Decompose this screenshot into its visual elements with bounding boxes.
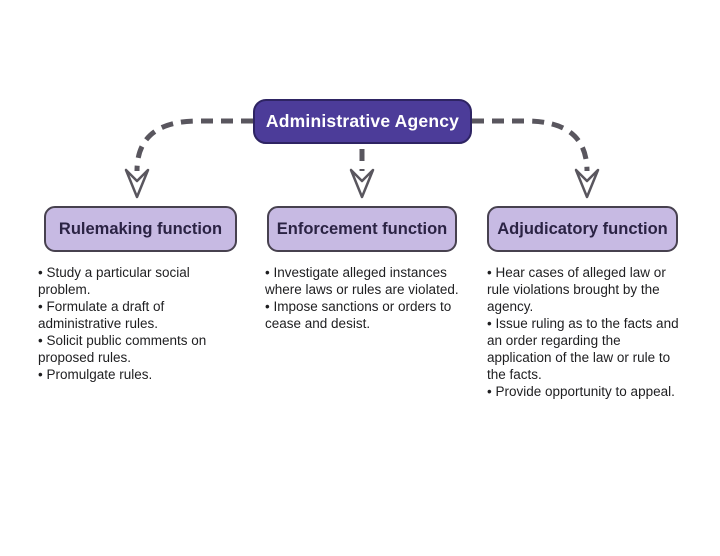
bullet-item: • Provide opportunity to appeal. [487, 384, 675, 399]
bullet-item: • Study a particular social problem. [38, 265, 190, 297]
bullet-item: • Solicit public comments on proposed ru… [38, 333, 207, 365]
adjudicatory-function-label: Adjudicatory function [497, 219, 668, 238]
bullet-item: • Impose sanctions or orders to cease an… [265, 299, 452, 331]
arrow-down-head-icon [124, 168, 150, 199]
adjudicatory-function-box: Adjudicatory function [487, 206, 678, 252]
bullet-item: • Issue ruling as to the facts and an or… [487, 316, 679, 382]
rulemaking-bullet-list: • Study a particular social problem.• Fo… [38, 264, 230, 383]
administrative-agency-box: Administrative Agency [253, 99, 472, 144]
enforcement-function-label: Enforcement function [276, 219, 448, 238]
bullet-item: • Promulgate rules. [38, 367, 153, 382]
enforcement-function-box: Enforcement function [267, 206, 457, 252]
dashed-connector-right [472, 118, 590, 172]
administrative-agency-label: Administrative Agency [265, 111, 460, 131]
bullet-item: • Investigate alleged instances where la… [265, 265, 459, 297]
dashed-connector-left [134, 118, 253, 172]
bullet-item: • Formulate a draft of administrative ru… [38, 299, 165, 331]
rulemaking-function-box: Rulemaking function [44, 206, 237, 252]
arrow-down-head-icon [574, 168, 600, 199]
adjudicatory-bullet-list: • Hear cases of alleged law or rule viol… [487, 264, 685, 400]
rulemaking-function-label: Rulemaking function [58, 219, 223, 238]
arrow-down-head-icon [349, 168, 375, 199]
enforcement-bullet-list: • Investigate alleged instances where la… [265, 264, 471, 332]
bullet-item: • Hear cases of alleged law or rule viol… [487, 265, 666, 314]
